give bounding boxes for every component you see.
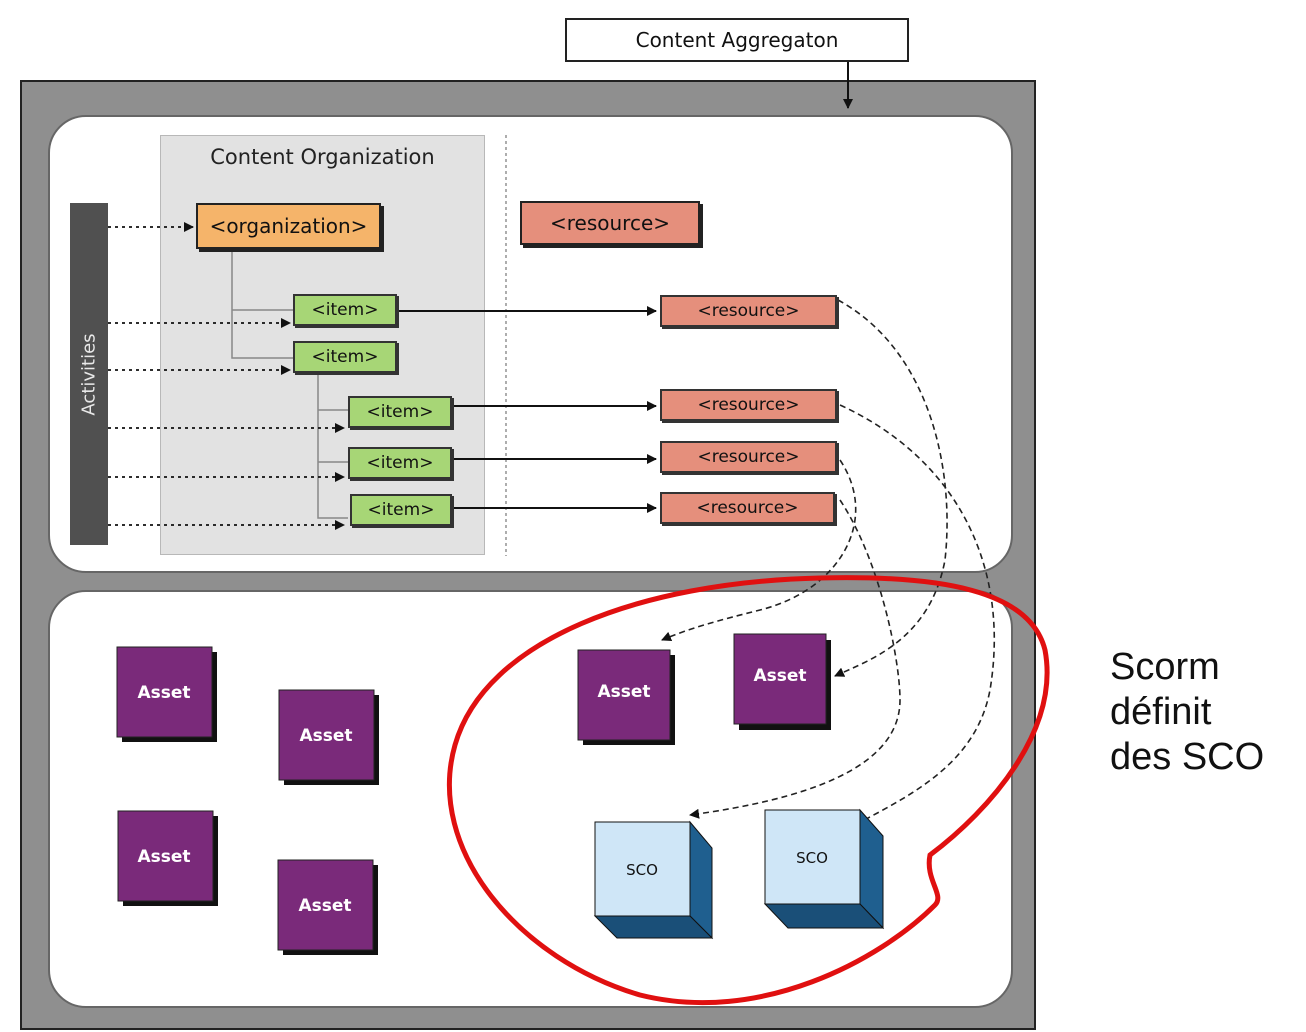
- activities-bar: [70, 203, 108, 545]
- sco-highlight-loop: [447, 575, 1050, 1006]
- asset-2: Asset: [278, 689, 379, 785]
- asset-4: Asset: [277, 859, 378, 955]
- sco-note-line-2: définit: [1110, 691, 1212, 733]
- resource-label-2: <resource>: [697, 395, 800, 415]
- tree-lines: [231, 250, 348, 519]
- item-resource-arrows: [398, 306, 657, 513]
- sco-note: Scorm définit des SCO: [1110, 645, 1264, 780]
- item-box-1: <item>: [293, 294, 397, 326]
- asset-5-label: Asset: [597, 682, 650, 702]
- resource-box-2: <resource>: [660, 389, 837, 421]
- asset-1: Asset: [116, 646, 217, 742]
- resource-box-3: <resource>: [660, 441, 837, 473]
- activity-arrows: [108, 222, 345, 530]
- item-box-2: <item>: [293, 341, 397, 373]
- asset-2-label: Asset: [299, 726, 352, 746]
- resource-box-1: <resource>: [660, 295, 837, 327]
- item-box-3: <item>: [348, 396, 452, 428]
- item-label-5: <item>: [367, 500, 435, 520]
- sco-note-line-3: des SCO: [1110, 736, 1265, 778]
- asset-4-label: Asset: [298, 896, 351, 916]
- content-aggregation-label: Content Aggregaton: [565, 18, 909, 62]
- organization-box-label: <organization>: [209, 214, 368, 238]
- item-label-4: <item>: [366, 453, 434, 473]
- asset-6-label: Asset: [753, 666, 806, 686]
- sco-1: SCO: [593, 820, 714, 940]
- organization-box: <organization>: [196, 203, 381, 249]
- sco-2-label: SCO: [796, 849, 828, 867]
- item-label-2: <item>: [311, 347, 379, 367]
- asset-3: Asset: [117, 810, 218, 906]
- item-box-5: <item>: [350, 494, 452, 526]
- asset-6: Asset: [733, 633, 831, 730]
- sco-note-line-1: Scorm: [1110, 646, 1220, 688]
- asset-3-label: Asset: [137, 847, 190, 867]
- asset-5: Asset: [577, 649, 675, 745]
- item-box-4: <item>: [348, 447, 452, 479]
- sco-2: SCO: [763, 808, 885, 930]
- item-label-3: <item>: [366, 402, 434, 422]
- resource-label-4: <resource>: [696, 498, 799, 518]
- content-organization-title: Content Organization: [210, 145, 435, 169]
- asset-1-label: Asset: [137, 683, 190, 703]
- sco-1-label: SCO: [626, 861, 658, 879]
- resource-header-label: <resource>: [549, 211, 671, 235]
- item-label-1: <item>: [311, 300, 379, 320]
- resource-box-4: <resource>: [660, 492, 835, 524]
- resource-header-box: <resource>: [520, 201, 700, 245]
- resource-label-1: <resource>: [697, 301, 800, 321]
- resource-label-3: <resource>: [697, 447, 800, 467]
- resource-target-arrows: [661, 299, 996, 835]
